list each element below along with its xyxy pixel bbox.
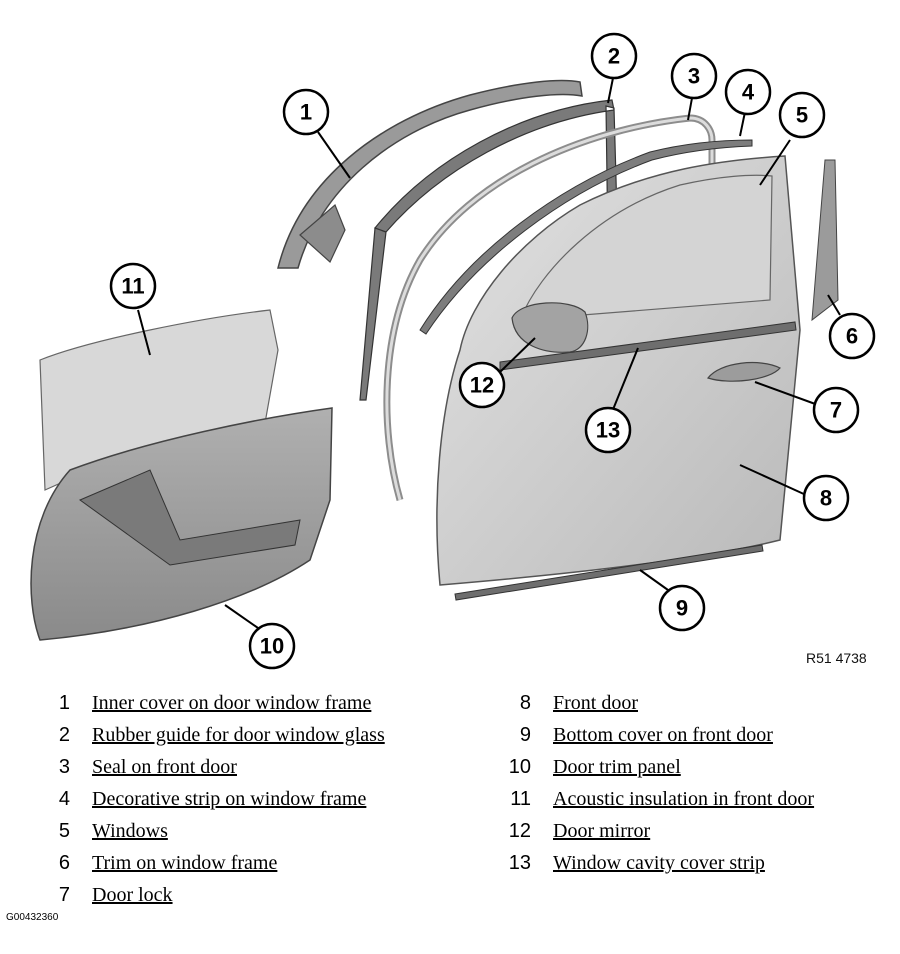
legend-link-acoustic-insulation[interactable]: Acoustic insulation in front door <box>553 788 815 810</box>
part-window-frame-trim <box>811 159 839 322</box>
legend-link-door-lock[interactable]: Door lock <box>92 884 173 906</box>
callout-circle-11 <box>109 262 157 310</box>
legend-link-window-cavity-strip[interactable]: Window cavity cover strip <box>553 852 765 874</box>
legend-number: 12 <box>508 820 531 842</box>
image-id: G00432360 <box>6 912 59 923</box>
leader-8 <box>739 464 807 496</box>
callout-number-13: 13 <box>596 418 620 443</box>
callout-number-10: 10 <box>260 634 284 659</box>
callout-circle-13 <box>584 406 632 454</box>
legend-number: 10 <box>508 756 531 778</box>
part-door-mirror <box>511 302 589 353</box>
part-door-trim-armrest <box>78 469 301 566</box>
legend-number: 1 <box>58 692 70 714</box>
callout-circle-4 <box>724 68 772 116</box>
callout-number-9: 9 <box>676 596 688 621</box>
legend-number: 13 <box>508 852 531 874</box>
legend-number: 8 <box>519 692 531 714</box>
callout-number-4: 4 <box>742 80 755 105</box>
callout-number-5: 5 <box>796 103 808 128</box>
leader-3 <box>687 97 693 121</box>
exploded-door-diagram: 1 2 3 4 5 6 7 8 9 10 11 12 13 <box>30 32 876 670</box>
callout-circle-8 <box>802 474 850 522</box>
callout-circle-3 <box>670 52 718 100</box>
legend-link-windows[interactable]: Windows <box>92 820 168 842</box>
part-decorative-strip <box>419 139 753 335</box>
legend-link-window-trim[interactable]: Trim on window frame <box>92 852 278 874</box>
leader-6 <box>827 294 841 316</box>
part-door-trim-panel <box>30 407 333 641</box>
callout-circle-2 <box>590 32 638 80</box>
leader-13 <box>611 347 639 413</box>
callout-number-8: 8 <box>820 486 832 511</box>
callout-number-6: 6 <box>846 324 858 349</box>
legend-link-door-trim-panel[interactable]: Door trim panel <box>553 756 681 778</box>
legend-number: 6 <box>58 852 70 874</box>
leader-2 <box>607 77 614 104</box>
part-window-cavity-strip <box>499 321 797 371</box>
leader-1 <box>317 131 351 179</box>
legend-link-door-seal[interactable]: Seal on front door <box>92 756 237 778</box>
legend-link-front-door[interactable]: Front door <box>553 692 638 714</box>
part-window-glass <box>519 174 773 321</box>
legend-number: 9 <box>519 724 531 746</box>
part-door-seal-edge <box>385 116 714 501</box>
legend-link-decorative-strip[interactable]: Decorative strip on window frame <box>92 788 367 810</box>
callout-number-3: 3 <box>688 64 700 89</box>
leader-9 <box>639 569 669 591</box>
leader-10 <box>224 604 259 629</box>
legend-link-bottom-cover[interactable]: Bottom cover on front door <box>553 724 773 746</box>
callout-circle-5 <box>778 91 826 139</box>
leader-5 <box>759 139 791 186</box>
leader-4 <box>739 111 746 137</box>
leader-12 <box>499 337 536 373</box>
part-bottom-cover <box>454 544 764 601</box>
callout-number-7: 7 <box>830 398 842 423</box>
callout-circle-12 <box>458 361 506 409</box>
legend-number: 2 <box>58 724 70 746</box>
legend-link-door-mirror[interactable]: Door mirror <box>553 820 651 842</box>
legend-number: 5 <box>58 820 70 842</box>
legend-link-rubber-guide[interactable]: Rubber guide for door window glass <box>92 724 385 746</box>
legend-link-inner-cover[interactable]: Inner cover on door window frame <box>92 692 372 714</box>
legend-number: 4 <box>58 788 70 810</box>
leader-7 <box>754 381 819 406</box>
callout-circle-6 <box>828 312 876 360</box>
callout-circle-9 <box>658 584 706 632</box>
callout-number-1: 1 <box>300 100 312 125</box>
part-door-handle <box>707 361 781 382</box>
legend-number: 7 <box>58 884 70 906</box>
callout-number-12: 12 <box>470 373 494 398</box>
legend-number: 11 <box>510 788 531 810</box>
callout-circle-10 <box>248 622 296 670</box>
leader-11 <box>137 309 151 356</box>
callout-number-11: 11 <box>121 274 144 299</box>
callout-circle-7 <box>812 386 860 434</box>
callout-number-2: 2 <box>608 44 620 69</box>
part-inner-cover-foot <box>299 203 346 263</box>
part-inner-cover-window-frame <box>277 79 583 269</box>
legend-number: 3 <box>58 756 70 778</box>
callout-circle-1 <box>282 88 330 136</box>
figure-reference-code: R51 4738 <box>806 650 867 666</box>
